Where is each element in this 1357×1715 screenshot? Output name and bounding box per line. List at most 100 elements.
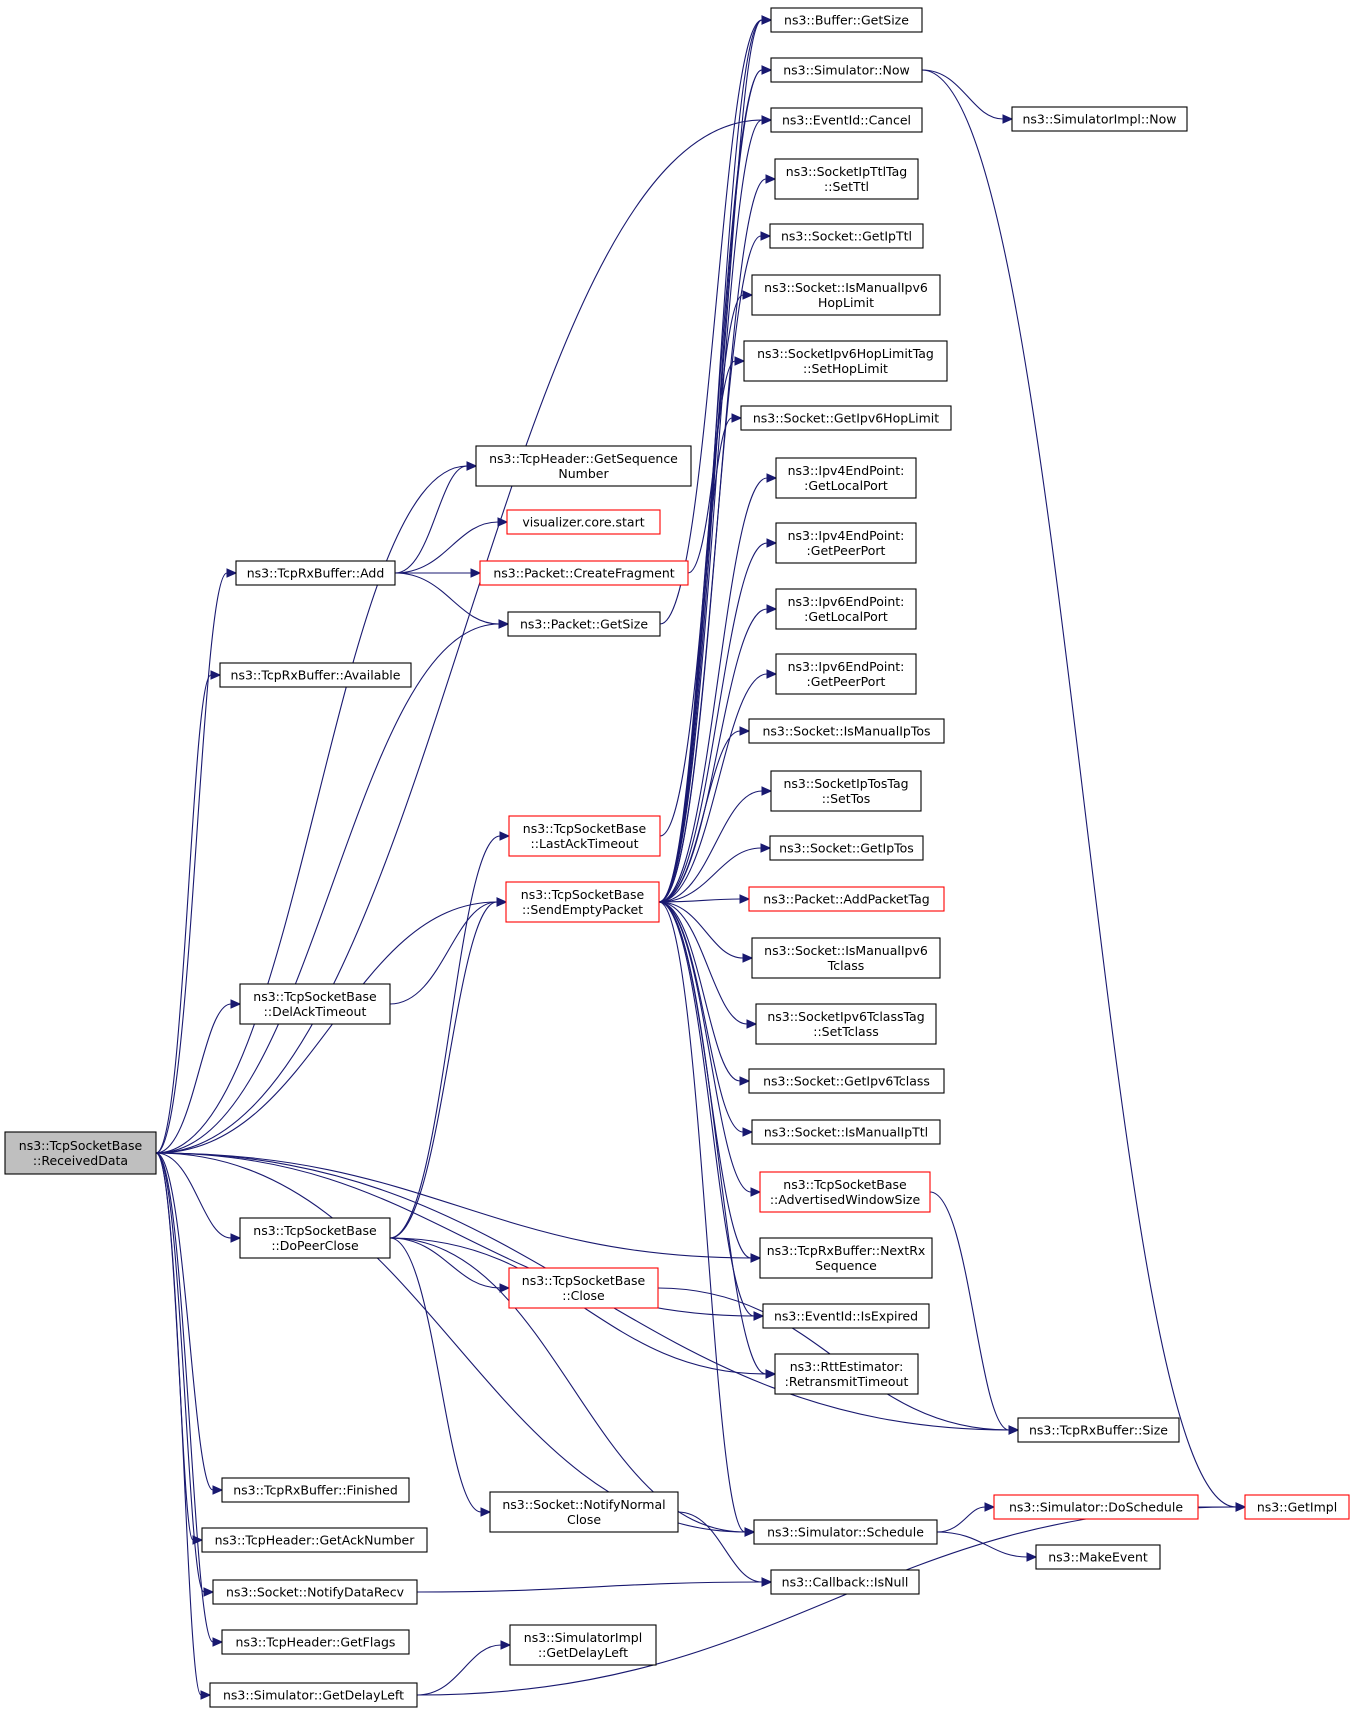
node-sim-schedule[interactable]: ns3::Simulator::Schedule <box>753 1519 938 1545</box>
node-label: :GetLocalPort <box>804 478 888 493</box>
node-sim-getdelayleft[interactable]: ns3::Simulator::GetDelayLeft <box>209 1682 418 1708</box>
node-sock-getipv6hop[interactable]: ns3::Socket::GetIpv6HopLimit <box>740 405 952 431</box>
node-ipv6hoptag-set[interactable]: ns3::SocketIpv6HopLimitTag::SetHopLimit <box>743 340 948 382</box>
arrowhead <box>744 1527 756 1537</box>
edge-line <box>155 1003 232 1154</box>
node-sock-getipv6tclass[interactable]: ns3::Socket::GetIpv6Tclass <box>748 1068 945 1094</box>
node-ipv4ep-peer[interactable]: ns3::Ipv4EndPoint::GetPeerPort <box>775 522 917 564</box>
node-box <box>774 1353 919 1395</box>
node-box <box>770 1569 920 1595</box>
node-callback-isnull[interactable]: ns3::Callback::IsNull <box>770 1569 920 1595</box>
node-iptostag-settos[interactable]: ns3::SocketIpTosTag::SetTos <box>770 770 922 812</box>
node-tsb-lastack[interactable]: ns3::TcpSocketBase::LastAckTimeout <box>508 815 661 857</box>
node-label: ns3::Buffer::GetSize <box>784 13 909 28</box>
node-box <box>751 937 941 979</box>
arrowhead <box>766 604 778 614</box>
edge-line <box>155 1152 202 1696</box>
edge-line <box>155 1152 214 1643</box>
node-rx-size[interactable]: ns3::TcpRxBuffer::Size <box>1017 1417 1180 1443</box>
node-rtt-rto[interactable]: ns3::RttEstimator::RetransmitTimeout <box>774 1353 919 1395</box>
node-sock-getiptos[interactable]: ns3::Socket::GetIpTos <box>769 835 924 861</box>
node-tsb-advwin[interactable]: ns3::TcpSocketBase::AdvertisedWindowSize <box>759 1171 931 1213</box>
node-rx-available[interactable]: ns3::TcpRxBuffer::Available <box>219 662 412 688</box>
edge-line <box>659 19 763 625</box>
edge-line <box>155 901 498 1154</box>
node-eventid-cancel[interactable]: ns3::EventId::Cancel <box>770 107 923 133</box>
node-tsb-sendempty[interactable]: ns3::TcpSocketBase::SendEmptyPacket <box>505 881 660 923</box>
node-ipv4ep-local[interactable]: ns3::Ipv4EndPoint::GetLocalPort <box>775 457 917 499</box>
node-label: :RetransmitTimeout <box>785 1374 909 1389</box>
node-box <box>748 718 945 744</box>
node-th-getack[interactable]: ns3::TcpHeader::GetAckNumber <box>201 1527 428 1553</box>
node-box <box>209 1682 418 1708</box>
node-pkt-getsize[interactable]: ns3::Packet::GetSize <box>507 611 661 637</box>
edge-rx_add-to-pkt_createfrag <box>394 568 482 578</box>
node-tsb-delack[interactable]: ns3::TcpSocketBase::DelAckTimeout <box>239 983 391 1025</box>
arrowhead <box>760 231 772 241</box>
node-label: ns3::RttEstimator: <box>790 1359 904 1374</box>
node-box <box>508 1267 659 1309</box>
node-th-getflags[interactable]: ns3::TcpHeader::GetFlags <box>221 1629 410 1655</box>
node-buf-getsize[interactable]: ns3::Buffer::GetSize <box>770 7 923 33</box>
arrowhead <box>1235 1502 1247 1512</box>
node-label: ns3::TcpRxBuffer::Finished <box>233 1483 398 1498</box>
node-pkt-addtag[interactable]: ns3::Packet::AddPacketTag <box>748 886 945 912</box>
edge-tsb_sendempty-to-eventid_isexpired <box>658 901 765 1321</box>
node-label: ns3::TcpSocketBase <box>253 989 377 1004</box>
node-pkt-createfrag[interactable]: ns3::Packet::CreateFragment <box>479 560 689 586</box>
edge-line <box>155 674 212 1154</box>
edge-line <box>416 1581 763 1593</box>
arrowhead <box>739 726 751 736</box>
arrowhead <box>742 953 754 963</box>
edge-tsb_dopeerclose-to-tsb_close <box>389 1237 511 1293</box>
node-box <box>775 522 917 564</box>
node-eventid-isexpired[interactable]: ns3::EventId::IsExpired <box>762 1303 930 1329</box>
node-ipv6tclasstag-set[interactable]: ns3::SocketIpv6TclassTag::SetTclass <box>755 1003 937 1045</box>
node-tsb-dopeerclose[interactable]: ns3::TcpSocketBase::DoPeerClose <box>239 1217 391 1259</box>
node-makeevent[interactable]: ns3::MakeEvent <box>1035 1544 1161 1570</box>
node-ipv6ep-local[interactable]: ns3::Ipv6EndPoint::GetLocalPort <box>775 588 917 630</box>
node-sim-now[interactable]: ns3::Simulator::Now <box>770 57 923 83</box>
edge-rx_add-to-viz_start <box>394 517 509 574</box>
node-box <box>774 158 919 200</box>
edge-line <box>677 1511 763 1583</box>
node-ipv6ep-peer[interactable]: ns3::Ipv6EndPoint::GetPeerPort <box>775 653 917 695</box>
node-sock-ismanualipttl[interactable]: ns3::Socket::IsManualIpTtl <box>751 1119 941 1145</box>
edge-line <box>687 19 763 574</box>
edge-line <box>416 1644 502 1696</box>
node-simimpl-getdelayleft[interactable]: ns3::SimulatorImpl::GetDelayLeft <box>509 1624 657 1666</box>
edge-root-to-rx_available <box>155 670 222 1154</box>
edge-tsb_sendempty-to-iptostag_settos <box>658 786 773 903</box>
edge-line <box>658 542 768 903</box>
node-label: ns3::TcpSocketBase <box>19 1138 143 1153</box>
node-box <box>775 457 917 499</box>
node-label: ::SendEmptyPacket <box>522 902 643 917</box>
node-rx-add[interactable]: ns3::TcpRxBuffer::Add <box>235 560 396 586</box>
node-viz-start[interactable]: visualizer.core.start <box>506 509 661 535</box>
node-sock-getipttl[interactable]: ns3::Socket::GetIpTtl <box>769 223 924 249</box>
edge-tsb_sendempty-to-eventid_cancel <box>658 115 773 903</box>
node-rx-finished[interactable]: ns3::TcpRxBuffer::Finished <box>221 1477 410 1503</box>
node-label: ns3::Socket::NotifyNormal <box>502 1497 665 1512</box>
node-label: ns3::MakeEvent <box>1048 1550 1148 1565</box>
arrowhead <box>212 1485 224 1495</box>
edge-line <box>921 69 1237 1508</box>
node-box <box>770 770 922 812</box>
node-sock-notifydatarecv[interactable]: ns3::Socket::NotifyDataRecv <box>212 1579 418 1605</box>
node-simimpl-now[interactable]: ns3::SimulatorImpl::Now <box>1011 106 1188 132</box>
node-ipttltag-setttl[interactable]: ns3::SocketIpTtlTag::SetTtl <box>774 158 919 200</box>
node-getimpl[interactable]: ns3::GetImpl <box>1244 1494 1350 1520</box>
node-sim-doschedule[interactable]: ns3::Simulator::DoSchedule <box>993 1494 1199 1520</box>
node-label: ns3::TcpSocketBase <box>783 1177 907 1192</box>
node-sock-ismanualiptos[interactable]: ns3::Socket::IsManualIpTos <box>748 718 945 744</box>
arrowhead <box>1008 1425 1020 1435</box>
edge-tsb_sendempty-to-sock_ismanualiptos <box>658 726 751 903</box>
node-label: ns3::TcpRxBuffer::Available <box>231 668 401 683</box>
node-tsb-close[interactable]: ns3::TcpSocketBase::Close <box>508 1267 659 1309</box>
node-box <box>775 653 917 695</box>
